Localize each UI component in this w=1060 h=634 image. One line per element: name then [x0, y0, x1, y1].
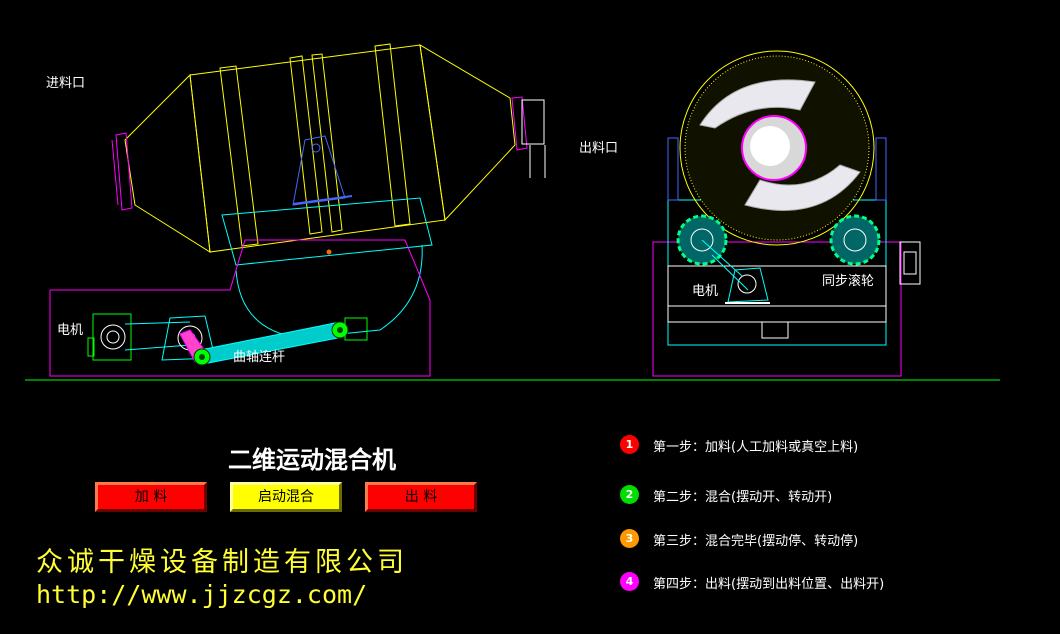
- step-2-text: 第二步：混合(摆动开、转动开): [653, 490, 833, 505]
- machine-title: 二维运动混合机: [228, 446, 396, 474]
- step-2-indicator: 2: [620, 485, 639, 504]
- side-view: [49, 43, 546, 377]
- step-4-text: 第四步：出料(摆动到出料位置、出料开): [653, 577, 885, 592]
- outlet-label: 出料口: [579, 141, 619, 156]
- right-motor-label: 电机: [692, 284, 719, 299]
- left-motor-box: [92, 313, 132, 361]
- left-motor-label: 电机: [57, 323, 84, 338]
- step-1-text: 第一步：加料(人工加料或真空上料): [653, 440, 859, 455]
- step-4-indicator: 4: [620, 572, 639, 591]
- sync-roller-label: 同步滚轮: [822, 274, 875, 289]
- end-view: [652, 50, 921, 377]
- sync-roller-right: [829, 214, 881, 266]
- inlet-label: 进料口: [46, 76, 86, 91]
- feed-button[interactable]: 加 料: [95, 482, 207, 512]
- inlet-flange: [115, 132, 133, 211]
- step-3-indicator: 3: [620, 529, 639, 548]
- company-url[interactable]: http://www.jjzcgz.com/: [36, 580, 368, 609]
- start-mix-button[interactable]: 启动混合: [230, 482, 342, 512]
- outlet-flange: [511, 96, 528, 151]
- crank-rod-label: 曲轴连杆: [233, 350, 286, 365]
- drum-body: [189, 44, 446, 253]
- discharge-button[interactable]: 出 料: [365, 482, 477, 512]
- drum-left-cone: [124, 73, 211, 253]
- step-3-text: 第三步：混合完毕(摆动停、转动停): [653, 534, 859, 549]
- cradle: [221, 197, 433, 266]
- drum-right-cone: [419, 44, 516, 222]
- base-frame: [49, 239, 431, 377]
- end-frame: [652, 241, 902, 377]
- company-name: 众诚干燥设备制造有限公司: [36, 547, 408, 578]
- step-1-indicator: 1: [620, 435, 639, 454]
- end-drum: [679, 50, 875, 246]
